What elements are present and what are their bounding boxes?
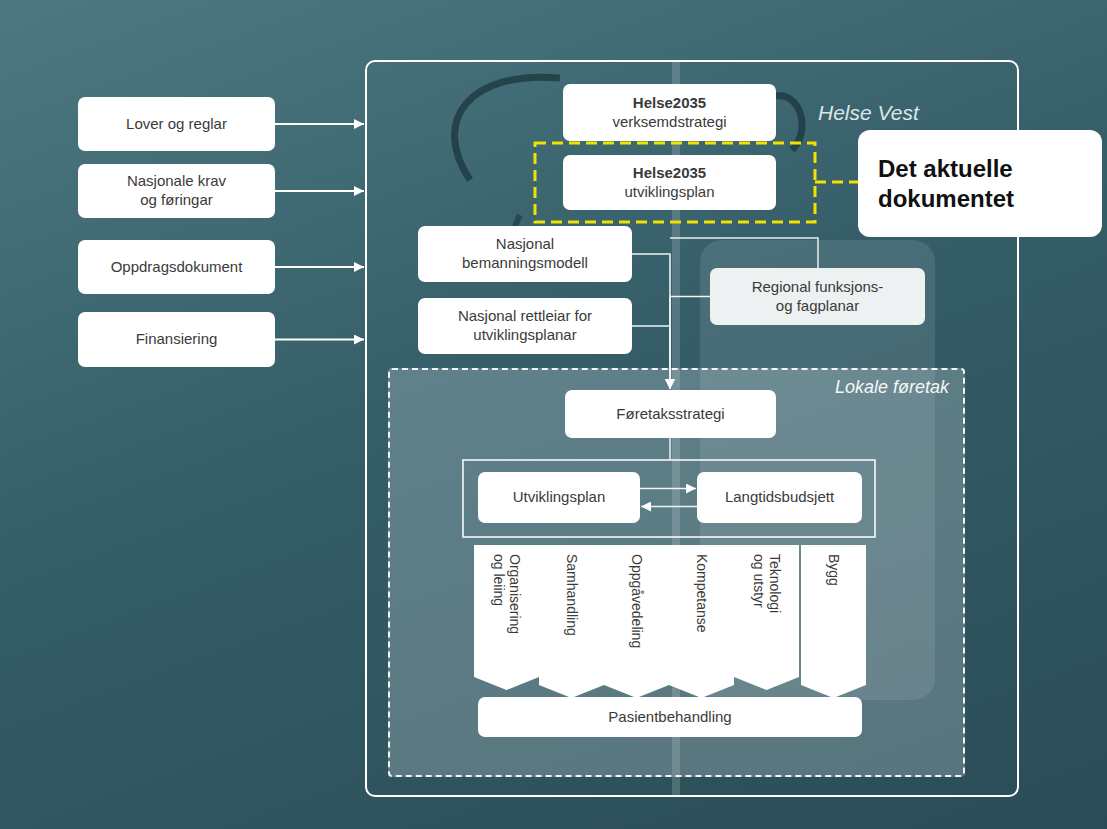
outcome-box: Pasientbehandling <box>478 697 862 737</box>
stethoscope-tube <box>454 77 560 180</box>
box-label: Føretaksstrategi <box>616 405 724 424</box>
area-arrow: Organisering og leiing <box>474 545 539 690</box>
box-label: Pasientbehandling <box>608 708 731 727</box>
arrow-shape <box>474 545 539 690</box>
arrow-shape <box>604 545 669 698</box>
callout-box: Det aktuelle dokumentet <box>858 130 1102 237</box>
plan-box: Regional funksjons- og fagplanar <box>710 268 925 325</box>
highlight-frame <box>535 143 815 222</box>
arrow-shape <box>734 545 799 690</box>
vertical-label: Samhandling <box>563 554 580 674</box>
box-label: Det aktuelle dokumentet <box>878 154 1082 214</box>
box-label: Langtidsbudsjett <box>725 488 834 507</box>
budget-box: Langtidsbudsjett <box>697 472 862 523</box>
box-label: Helse2035 <box>633 164 706 183</box>
box-label: Finansiering <box>136 330 218 349</box>
area-arrow: Bygg <box>801 545 866 698</box>
arrow-shape <box>801 545 866 698</box>
box-label: Regional funksjons- og fagplanar <box>743 278 893 316</box>
area-arrow: Kompetanse <box>669 545 734 698</box>
frame-line <box>669 438 671 460</box>
connector-arrow <box>641 506 697 508</box>
box-label: Helse2035 <box>633 94 706 113</box>
frame-line <box>670 238 818 268</box>
box-label: Nasjonal bemanningsmodell <box>455 235 595 273</box>
vertical-label: Oppgåvedeling <box>628 554 645 674</box>
input-box: Finansiering <box>78 312 275 367</box>
region-heading: Lokale føretak <box>835 377 949 398</box>
box-label: utviklingsplan <box>624 183 714 202</box>
box-label: Nasjonal rettleiar for utviklingsplanar <box>440 307 610 345</box>
area-arrow: Samhandling <box>539 545 604 698</box>
input-box: Oppdragsdokument <box>78 240 275 294</box>
box-label: Lover og reglar <box>126 115 227 134</box>
input-box: Lover og reglar <box>78 97 275 151</box>
connector-arrow <box>275 339 364 341</box>
strategy-box: Helse2035verksemdstrategi <box>563 84 776 141</box>
vertical-label: Bygg <box>825 554 842 674</box>
arrow-shape <box>669 545 734 698</box>
connector-arrow <box>640 488 696 490</box>
region-frame: Lokale føretakFøretaksstrategiUtviklings… <box>388 368 965 777</box>
input-box: Nasjonal rettleiar for utviklingsplanar <box>418 298 632 354</box>
box-label: Nasjonale krav og føringar <box>117 172 237 210</box>
area-arrow: Oppgåvedeling <box>604 545 669 698</box>
vertical-label: Kompetanse <box>693 554 710 674</box>
region-heading: Helse Vest <box>818 101 919 125</box>
plan-box: Utviklingsplan <box>478 472 640 523</box>
area-arrow: Teknologi og utstyr <box>734 545 799 690</box>
vertical-label: Organisering og leiing <box>490 554 524 649</box>
box-label: Oppdragsdokument <box>111 258 243 277</box>
connector-arrow <box>275 123 364 125</box>
input-box: Nasjonal bemanningsmodell <box>418 226 632 282</box>
connector-arrow <box>275 266 364 268</box>
plan-box: Helse2035utviklingsplan <box>563 155 776 210</box>
strategy-box: Føretaksstrategi <box>565 390 776 438</box>
connector-arrow <box>275 190 364 192</box>
arrow-shape <box>539 545 604 698</box>
callout-leader <box>815 181 860 184</box>
box-label: Utviklingsplan <box>513 488 606 507</box>
vertical-label: Teknologi og utstyr <box>750 554 784 632</box>
input-box: Nasjonale krav og føringar <box>78 164 275 218</box>
box-label: verksemdstrategi <box>612 113 726 132</box>
